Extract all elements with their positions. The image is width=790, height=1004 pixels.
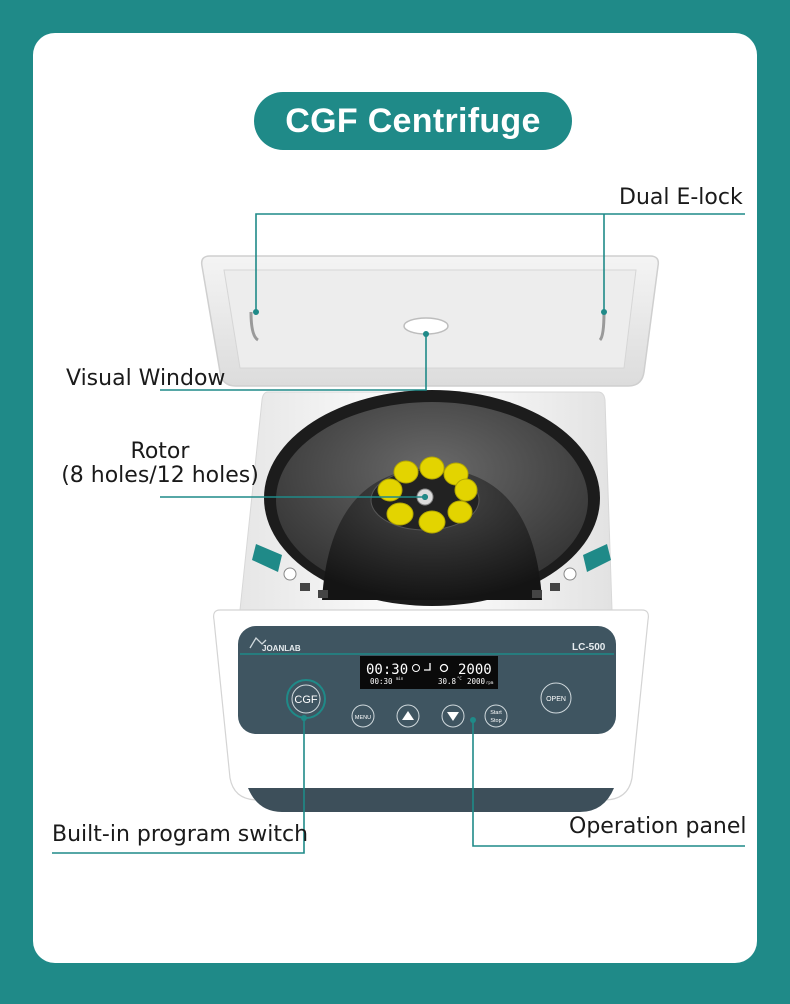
lcd-speed-sub: 2000 <box>467 677 486 686</box>
spin-icon <box>439 663 449 673</box>
lcd-display <box>360 656 498 689</box>
clock-icon <box>412 664 420 672</box>
joanlab-logo-icon <box>249 636 267 649</box>
page-title: CGF Centrifuge <box>254 92 572 150</box>
label-rotor-title: Rotor <box>130 439 190 464</box>
return-icon <box>424 663 431 671</box>
start-button-line1[interactable]: Start <box>490 710 502 716</box>
callout-dots <box>253 309 607 723</box>
label-operation-panel: Operation panel <box>569 814 747 839</box>
menu-button[interactable]: MENU <box>355 715 371 721</box>
label-program-switch: Built-in program switch <box>52 822 309 847</box>
control-panel: JOANLAB LC-500 00:30 2000 00:30 min 30.8… <box>238 626 616 734</box>
down-arrow-icon <box>447 712 459 721</box>
callout-lines <box>52 213 745 854</box>
lcd-speed-unit: rpm <box>486 680 494 685</box>
e-lock-left <box>249 311 259 342</box>
label-rotor-holes: (8 holes/12 holes) <box>61 463 259 488</box>
lcd-temp-sub: 30.8 <box>438 677 457 686</box>
down-button[interactable] <box>446 705 460 727</box>
lcd-speed-main: 2000 <box>458 662 492 678</box>
brand-text: JOANLAB <box>262 644 301 653</box>
label-visual-window: Visual Window <box>66 366 226 391</box>
open-button[interactable]: OPEN <box>546 696 566 703</box>
label-rotor: Rotor (8 holes/12 holes) <box>60 440 260 488</box>
centrifuge-body <box>213 390 649 812</box>
lid <box>200 255 660 387</box>
cgf-button[interactable]: CGF <box>294 694 318 706</box>
lcd-time-sub: 00:30 <box>370 677 393 686</box>
start-button-line2[interactable]: Stop <box>490 718 501 724</box>
up-button[interactable] <box>401 705 415 727</box>
lcd-time-unit: min <box>396 676 404 681</box>
up-arrow-icon <box>402 711 414 720</box>
label-dual-e-lock: Dual E-lock <box>619 185 743 210</box>
lcd-time-main: 00:30 <box>366 662 408 678</box>
lcd-temp-unit: °C <box>457 676 462 681</box>
model-text: LC-500 <box>572 642 606 653</box>
rotor-tubes <box>377 456 478 534</box>
page-title-text: CGF Centrifuge <box>285 101 541 140</box>
e-lock-right <box>598 311 606 342</box>
